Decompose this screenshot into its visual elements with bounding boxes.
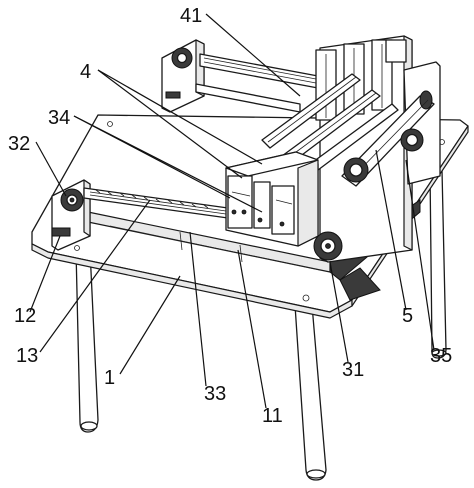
center-block (225, 151, 319, 247)
leg-back-right (429, 169, 447, 359)
rail-41 (199, 53, 319, 89)
leader-lines (29, 13, 435, 409)
back-belt-rail (195, 53, 319, 113)
front-right-pulley (313, 231, 343, 261)
block-34 (227, 175, 253, 229)
label-34: 34 (48, 107, 70, 129)
label-11: 11 (262, 405, 283, 427)
leg-foot (431, 349, 447, 357)
label-12: 12 (14, 305, 36, 327)
leg-front-right (294, 304, 327, 481)
label-4: 4 (80, 61, 91, 83)
leg-foot (80, 421, 98, 431)
label-32: 32 (8, 133, 30, 155)
label-1: 1 (104, 367, 115, 389)
label-33: 33 (204, 383, 226, 405)
reference-labels: 41 4 34 32 12 13 1 33 11 31 5 35 (8, 5, 452, 427)
back-left-bracket (161, 39, 205, 113)
label-5: 5 (402, 305, 413, 327)
front-left-bracket (51, 179, 91, 251)
leg-foot (306, 469, 326, 479)
block-12 (51, 227, 71, 237)
label-41: 41 (180, 5, 202, 27)
label-31: 31 (342, 359, 364, 381)
label-35: 35 (430, 345, 452, 367)
slide-rails (261, 73, 399, 177)
label-13: 13 (16, 345, 38, 367)
frame-pulleys (343, 128, 424, 183)
drive-unit (339, 267, 381, 301)
